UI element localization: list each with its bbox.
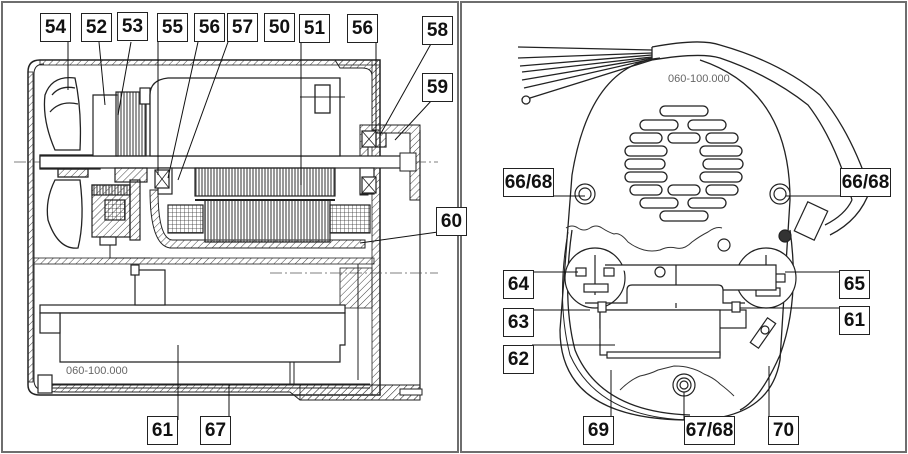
- callout-61-right: 61: [839, 306, 870, 335]
- terminal-block-left: [564, 247, 626, 309]
- callout-70: 70: [768, 416, 799, 445]
- capacitor-left: [39, 264, 359, 384]
- callout-57: 57: [227, 13, 258, 42]
- callout-61-left: 61: [147, 416, 178, 445]
- callout-52: 52: [81, 13, 112, 42]
- callout-63: 63: [503, 308, 534, 337]
- cutaway-edges: [565, 225, 735, 397]
- callout-66-68-right: 66/68: [840, 168, 891, 197]
- callout-67-68: 67/68: [684, 416, 735, 445]
- brake-assembly: [91, 87, 151, 259]
- callout-67: 67: [200, 416, 231, 445]
- vent-grille: [624, 105, 744, 222]
- motor-housing: [27, 59, 423, 401]
- callout-50: 50: [264, 13, 295, 42]
- callout-51: 51: [299, 14, 330, 43]
- capacitor-right: [585, 264, 777, 359]
- cable-gland: [793, 201, 829, 241]
- leader-lines-left: [67, 41, 439, 420]
- leader-lines-right: [532, 195, 840, 420]
- callout-66-68-left: 66/68: [503, 168, 554, 197]
- drawing-number-right: 060-100.000: [668, 73, 730, 85]
- mounting-holes: [574, 183, 792, 397]
- callout-64: 64: [503, 270, 534, 299]
- callout-54-fan: 54: [40, 13, 71, 42]
- callout-58: 58: [422, 16, 453, 45]
- callout-69: 69: [583, 416, 614, 445]
- callout-59: 59: [422, 73, 453, 102]
- callout-56-front: 56: [194, 13, 225, 42]
- rotor-stator: [154, 130, 387, 243]
- callout-65: 65: [839, 270, 870, 299]
- cable-leads: [517, 41, 871, 236]
- callout-55: 55: [157, 13, 188, 42]
- drawing-number-left: 060-100.000: [66, 365, 128, 377]
- callout-56-rear: 56: [347, 14, 378, 43]
- callout-62: 62: [503, 345, 534, 374]
- callout-60: 60: [436, 207, 467, 236]
- callout-53: 53: [117, 12, 148, 41]
- motor-body: [149, 77, 345, 157]
